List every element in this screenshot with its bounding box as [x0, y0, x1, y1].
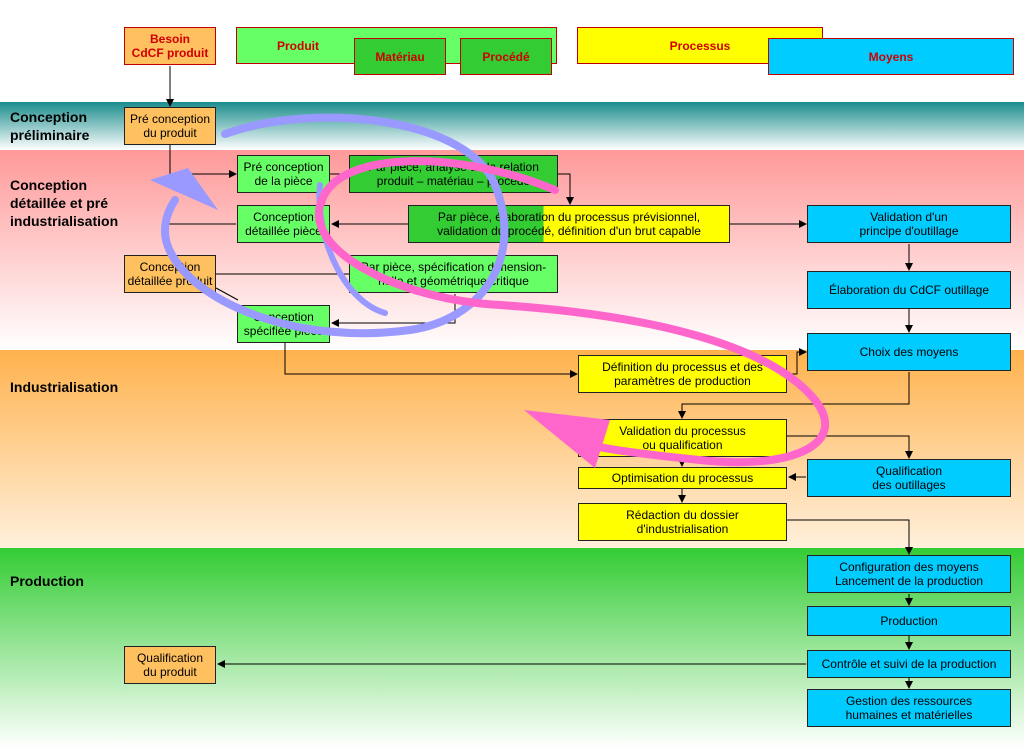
- box-choix-moyens: Choix des moyens: [807, 333, 1011, 371]
- box-conception-detaillee-piece: Conception détaillée pièce: [237, 205, 330, 243]
- header-produit-label: Produit: [277, 39, 319, 53]
- pink-loop-arrowhead: [524, 410, 610, 468]
- label-industrialisation: Industrialisation: [10, 379, 119, 395]
- box-definition-processus: Définition du processus et des paramètre…: [578, 355, 787, 393]
- box-controle: Contrôle et suivi de la production: [807, 650, 1011, 678]
- blue-loop-arrowhead: [150, 168, 218, 210]
- box-elaboration-cdcf-outillage: Élaboration du CdCF outillage: [807, 271, 1011, 309]
- box-pre-conception-produit: Pré conception du produit: [124, 107, 216, 145]
- header-moyens: Moyens: [768, 38, 1014, 75]
- label-production: Production: [10, 573, 84, 589]
- box-redaction: Rédaction du dossier d'industrialisation: [578, 503, 787, 541]
- box-qualification-produit: Qualification du produit: [124, 646, 216, 684]
- box-qualification-outillages: Qualification des outillages: [807, 459, 1011, 497]
- box-configuration: Configuration des moyens Lancement de la…: [807, 555, 1011, 593]
- header-procede: Procédé: [460, 38, 552, 75]
- label-conception-preliminaire: Conception préliminaire: [10, 109, 90, 143]
- band-industrialisation: [0, 350, 1024, 548]
- header-besoin: Besoin CdCF produit: [124, 27, 216, 65]
- box-production: Production: [807, 606, 1011, 636]
- box-optimisation: Optimisation du processus: [578, 467, 787, 489]
- box-pre-conception-piece: Pré conception de la pièce: [237, 155, 330, 193]
- header-processus-label: Processus: [669, 39, 731, 53]
- box-elaboration-processus-text: Par pièce, élaboration du processus prév…: [437, 210, 701, 238]
- box-gestion: Gestion des ressources humaines et matér…: [807, 689, 1011, 727]
- box-elaboration-processus: Par pièce, élaboration du processus prév…: [408, 205, 730, 243]
- header-materiau: Matériau: [354, 38, 446, 75]
- box-specification: Par pièce, spécification dimension- nell…: [349, 255, 558, 293]
- box-validation-principe: Validation d'un principe d'outillage: [807, 205, 1011, 243]
- label-conception-detaillee: Conception détaillée et pré industrialis…: [10, 177, 119, 229]
- pink-loop: [315, 157, 830, 468]
